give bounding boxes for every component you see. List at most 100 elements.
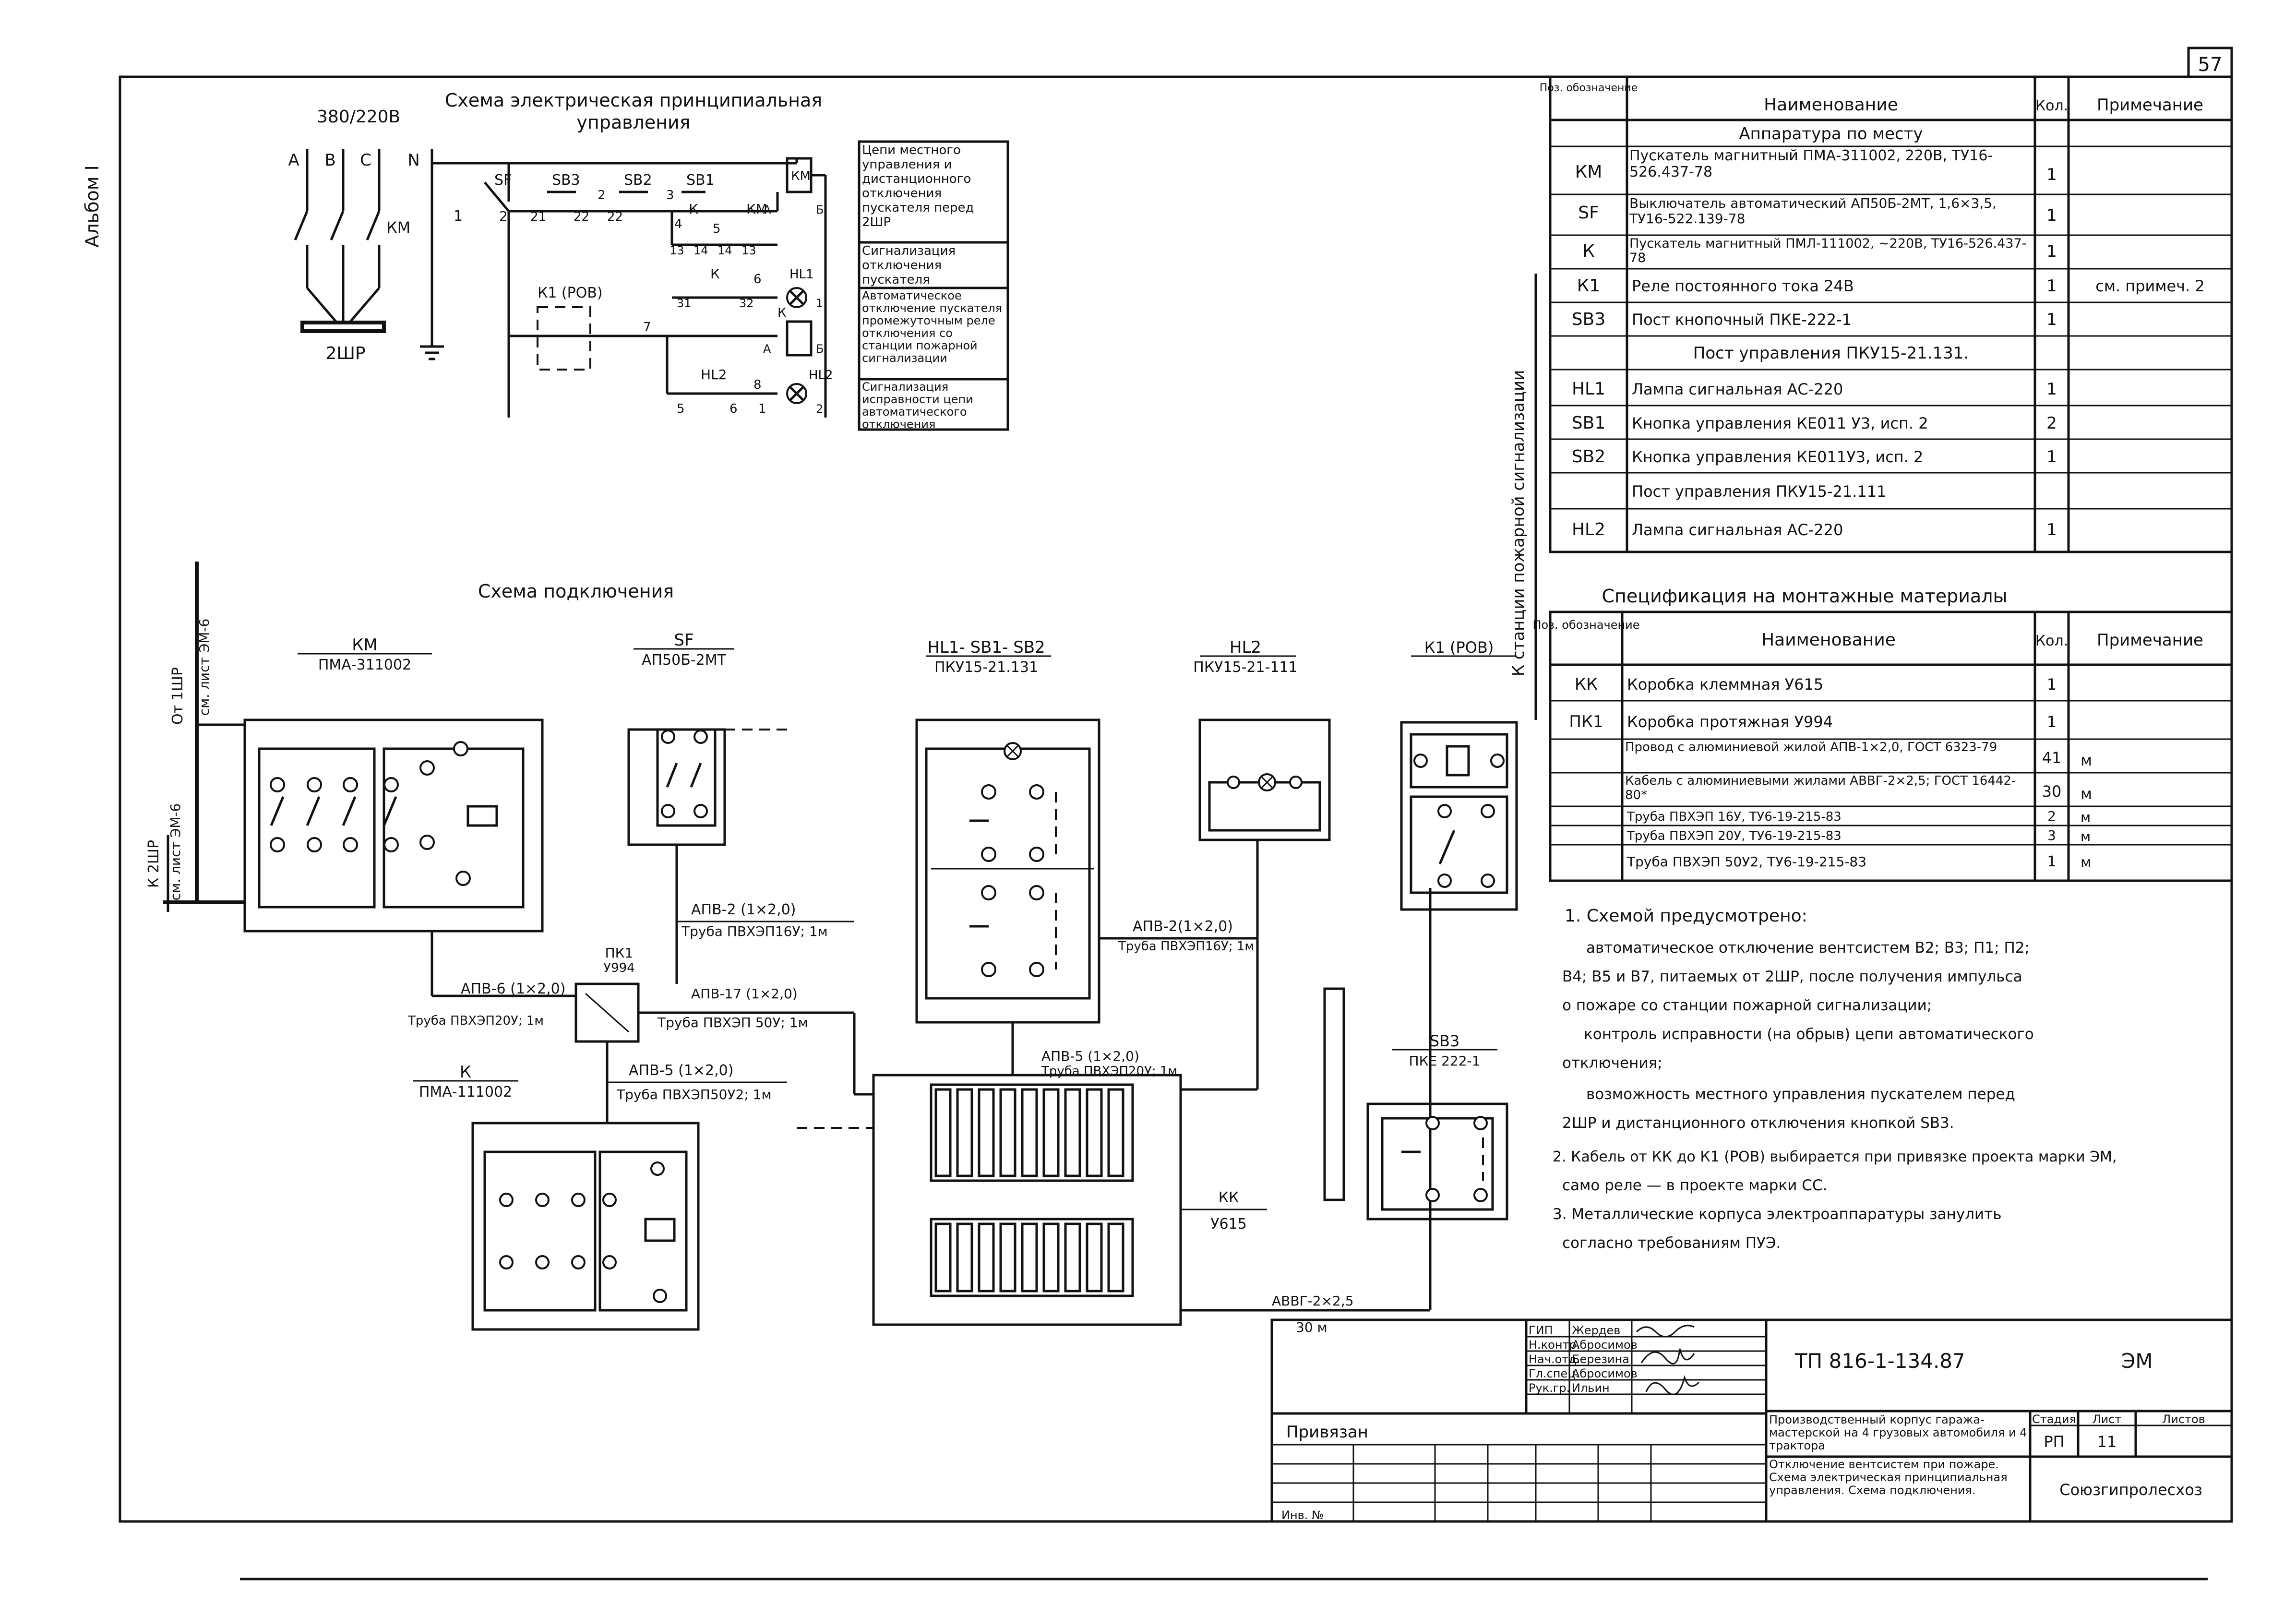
wire2-label: АПВ-6 (1×2,0) xyxy=(461,981,565,997)
row-note: м xyxy=(2081,751,2092,769)
section-post1: Пост управления ПКУ15-21.131. xyxy=(1693,344,1969,363)
k-device-type: ПМА-111002 xyxy=(419,1084,512,1101)
row-name: Реле постоянного тока 24В xyxy=(1632,277,1854,295)
kk-label: КК xyxy=(1219,1189,1239,1206)
role: Рук.гр. xyxy=(1529,1381,1570,1395)
wire-no: 5 xyxy=(713,222,721,236)
k-contact-label: К xyxy=(689,201,698,217)
row-qty: 1 xyxy=(2046,447,2057,467)
title-block: ГИП Н.контр. Нач.отд. Гл.спец. Рук.гр. Ж… xyxy=(1270,1318,2233,1523)
row-qty: 1 xyxy=(2046,276,2057,296)
staff-name: Абросимов xyxy=(1572,1367,1638,1380)
row-pos: SF xyxy=(1578,203,1599,223)
note-line: о пожаре со станции пожарной сигнализаци… xyxy=(1562,997,1932,1014)
wire3-tube: Труба ПВХЭП 50У; 1м xyxy=(657,1015,808,1030)
k-contact3-label: НL2 xyxy=(701,367,727,383)
note-line: само реле — в проекте марки СС. xyxy=(1562,1177,1827,1194)
note-line: 2ШР и дистанционного отключения кнопкой … xyxy=(1562,1114,1954,1132)
k-coil-label: К xyxy=(777,306,786,320)
phase-b: В xyxy=(324,151,335,170)
sb1-label: SB1 xyxy=(686,172,715,189)
apparatus-table: Поз. обозначение Наименование Кол. Приме… xyxy=(1540,75,2233,553)
staff-name: Березина xyxy=(1572,1353,1629,1366)
inv-label: Инв. № xyxy=(1281,1508,1324,1522)
row-name: Труба ПВХЭП 16У, ТУ6-19-215-83 xyxy=(1626,810,1842,824)
row-name: Лампа сигнальная АС-220 xyxy=(1632,380,1843,398)
note-line: В4; В5 и В7, питаемых от 2ШР, после полу… xyxy=(1562,968,2022,985)
album-label: Альбом I xyxy=(82,165,103,247)
km-device-type: ПМА-311002 xyxy=(318,657,411,673)
km-contact-label: КМ xyxy=(746,201,767,217)
legend-item: Сигнализация исправности цепи автоматиче… xyxy=(862,381,973,429)
wire5-label: АПВ-2(1×2,0) xyxy=(1133,918,1233,935)
note-line: возможность местного управления пускател… xyxy=(1586,1086,2015,1103)
cable-label: АВВГ-2×2,5 xyxy=(1272,1293,1354,1309)
km-contact2-label: К xyxy=(710,266,720,282)
materials-title: Спецификация на монтажные материалы xyxy=(1602,586,2007,607)
wire6-tube: Труба ПВХЭП20У; 1м xyxy=(1041,1064,1177,1078)
terminal-b: Б xyxy=(816,203,824,216)
row-name: Пост кнопочный ПКЕ-222-1 xyxy=(1632,311,1852,329)
role: Нач.отд. xyxy=(1529,1353,1580,1366)
sb3-device-label: SB3 xyxy=(1430,1032,1460,1050)
role: Гл.спец. xyxy=(1529,1367,1579,1380)
wire4-tube: Труба ПВХЭП50У2; 1м xyxy=(616,1087,772,1102)
note-line: контроль исправности (на обрыв) цепи авт… xyxy=(1584,1026,2034,1043)
wire-no: 21 xyxy=(530,210,546,224)
wire-no: 6 xyxy=(753,272,762,287)
cable-length: 30 м xyxy=(1296,1319,1327,1335)
note-line: согласно требованиям ПУЭ. xyxy=(1562,1234,1781,1252)
sb2-label: SB2 xyxy=(624,172,652,189)
materials-table: Спецификация на монтажные материалы Поз.… xyxy=(1532,586,2233,882)
project-name: Производственный корпус гаража-мастерско… xyxy=(1769,1413,2027,1452)
sb3-label: SB3 xyxy=(552,172,580,189)
row-note: м xyxy=(2081,854,2092,871)
sf-device-label: SF xyxy=(674,631,694,650)
kk-type: У615 xyxy=(1210,1216,1247,1233)
row-qty: 1 xyxy=(2047,675,2057,694)
header-qty: Кол. xyxy=(2035,97,2068,114)
k-device-label: К xyxy=(460,1063,471,1082)
legend-item: Автоматическое отключение пускателя пром… xyxy=(862,289,1003,365)
post2-type: ПКУ15-21-111 xyxy=(1193,659,1297,676)
k-device-box xyxy=(471,1122,700,1331)
row-name: Труба ПВХЭП 50У2, ТУ6-19-215-83 xyxy=(1626,854,1866,870)
row-qty: 1 xyxy=(2046,165,2057,184)
wire-no: 1 xyxy=(816,297,823,310)
wire-no: 14 xyxy=(718,244,732,257)
voltage-label: 380/220В xyxy=(317,107,400,127)
row-pos: К xyxy=(1582,241,1595,261)
note-line: автоматическое отключение вентсистем В2;… xyxy=(1586,939,2030,957)
post2-label: НL2 xyxy=(1230,638,1261,657)
terminal-b2: Б xyxy=(816,342,824,356)
to-shr2-ref: см. лист ЭМ-6 xyxy=(167,803,183,901)
connection-diagram: Схема подключения От 1ШР см. лист ЭМ-6 К… xyxy=(145,562,1518,1335)
phase-c: С xyxy=(360,151,371,170)
row-name: Пускатель магнитный ПМА-311002, 220В, ТУ… xyxy=(1629,148,1993,180)
sheets-header: Листов xyxy=(2162,1413,2205,1426)
row-qty: 1 xyxy=(2046,380,2057,399)
wire1-tube: Труба ПВХЭП16У; 1м xyxy=(681,923,828,939)
pk1-type: У994 xyxy=(603,961,634,975)
header-name: Наименование xyxy=(1764,95,1898,115)
kk-junction-box xyxy=(872,1074,1182,1326)
section-apparatus: Аппаратура по месту xyxy=(1739,124,1923,144)
row-pos: К1 xyxy=(1577,276,1600,296)
post2-box xyxy=(1198,718,1331,841)
fire-station-note: К станции пожарной сигнализации xyxy=(1509,370,1528,676)
phase-n: N xyxy=(407,151,419,170)
terminal-a: А xyxy=(763,203,771,216)
role: Н.контр. xyxy=(1529,1338,1580,1352)
note-line: 3. Металлические корпуса электроаппарату… xyxy=(1553,1206,2002,1223)
wire-no: 2 xyxy=(816,402,823,416)
wire-no: 4 xyxy=(674,217,682,231)
km-device-box xyxy=(243,718,544,933)
note-line: 1. Схемой предусмотрено: xyxy=(1565,906,1807,926)
legend-item: Сигнализация отключения пускателя xyxy=(862,244,956,287)
wire-no: 5 xyxy=(677,402,685,416)
row-name: Коробка клеммная У615 xyxy=(1627,675,1823,694)
wire5-tube: Труба ПВХЭП16У; 1м xyxy=(1118,939,1254,954)
note-line: 2. Кабель от КК до К1 (РОВ) выбирается п… xyxy=(1553,1149,2117,1165)
row-note: м xyxy=(2081,785,2092,803)
